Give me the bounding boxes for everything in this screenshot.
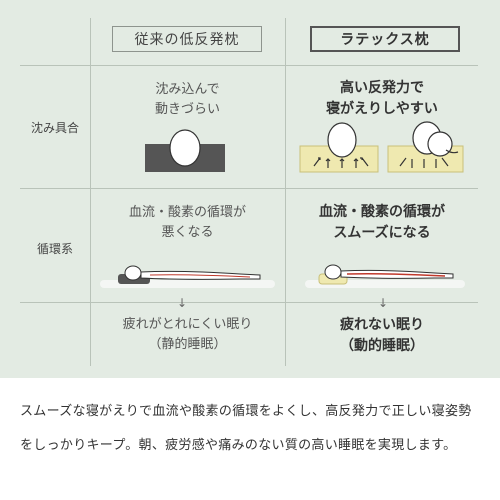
- row-label-circulation: 循環系: [36, 242, 73, 256]
- grid-line: [20, 302, 478, 303]
- header-latex-pillow: ラテックス枕: [310, 26, 460, 52]
- text-line: （静的睡眠）: [148, 337, 227, 352]
- latex-circulation-text: 血流・酸素の循環が スムーズになる: [292, 202, 472, 244]
- text-line: 悪くなる: [161, 225, 214, 240]
- text-line: 動きづらい: [154, 102, 220, 117]
- old-circulation-text: 血流・酸素の循環が 悪くなる: [95, 203, 280, 243]
- old-sleep-result-text: 疲れがとれにくい眠り （静的睡眠）: [100, 315, 275, 355]
- down-arrow-icon: ↓: [176, 296, 188, 310]
- grid-line: [285, 18, 286, 366]
- text-line: 疲れない眠り: [340, 317, 424, 333]
- grid-line: [20, 188, 478, 189]
- down-arrow-icon: ↓: [377, 296, 389, 310]
- header-old-pillow: 従来の低反発枕: [112, 26, 262, 52]
- latex-sinking-text: 高い反発力で 寝がえりしやすい: [292, 78, 472, 120]
- text-line: 血流・酸素の循環が: [319, 204, 445, 220]
- latex-pillow-rebound-illustration: [299, 121, 464, 173]
- old-sinking-text: 沈み込んで 動きづらい: [100, 80, 275, 120]
- text-line: （動的睡眠）: [340, 338, 424, 354]
- old-pillow-sinking-illustration: [145, 129, 225, 172]
- text-line: スムーズになる: [333, 225, 431, 241]
- comparison-panel: 従来の低反発枕 ラテックス枕 沈み具合 循環系 沈み込んで 動きづらい 高い反発…: [0, 0, 500, 378]
- row-label-sinking: 沈み具合: [30, 121, 79, 135]
- latex-sleep-result-text: 疲れない眠り （動的睡眠）: [292, 315, 472, 357]
- latex-body-circulation-illustration: [305, 264, 465, 288]
- grid-line: [20, 65, 478, 66]
- text-line: 沈み込んで: [155, 82, 220, 97]
- text-line: 疲れがとれにくい眠り: [122, 317, 253, 332]
- old-body-circulation-illustration: [100, 265, 275, 288]
- text-line: 高い反発力で: [340, 80, 424, 96]
- description-caption: スムーズな寝がえりで血流や酸素の循環をよくし、高反発力で正しい寝姿勢をしっかりキ…: [20, 404, 472, 453]
- grid-line: [90, 18, 91, 366]
- text-line: 寝がえりしやすい: [326, 101, 438, 117]
- text-line: 血流・酸素の循環が: [128, 205, 246, 220]
